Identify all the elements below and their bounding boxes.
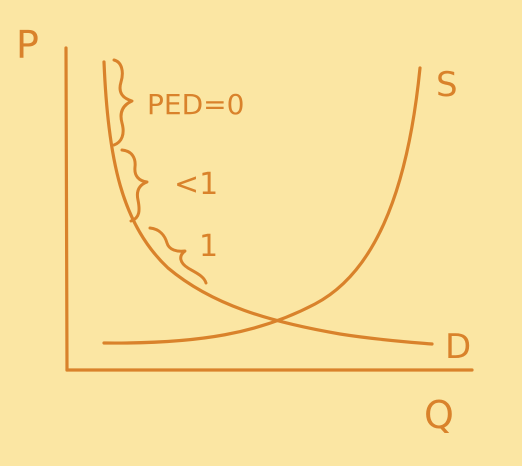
ped-zero-label: PED=0 [147, 88, 244, 121]
supply-curve-label: S [436, 65, 458, 105]
brace-less-than-one [120, 148, 149, 223]
demand-curve-label: D [445, 327, 471, 367]
x-axis-label: Q [424, 393, 454, 437]
supply-curve [102, 66, 422, 345]
x-axis [65, 368, 474, 372]
y-axis-label: P [16, 23, 39, 67]
ped-less-than-one-label: <1 [174, 167, 218, 202]
brace-ped-zero [112, 58, 134, 147]
demand-curve [102, 60, 434, 346]
y-axis [64, 46, 69, 372]
ped-one-label: 1 [199, 229, 218, 264]
brace-one [148, 226, 208, 285]
